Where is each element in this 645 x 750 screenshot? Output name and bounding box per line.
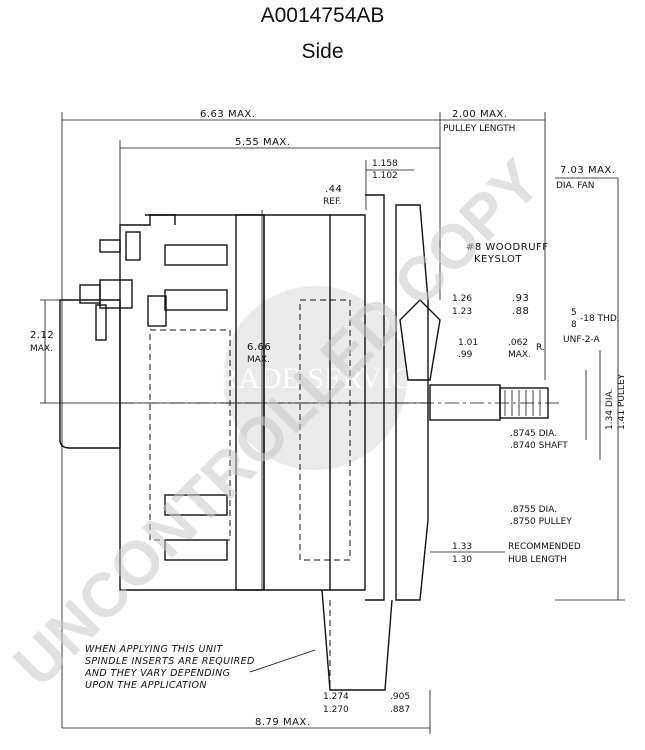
thread-num: 5 — [571, 308, 577, 318]
dim-1102: 1.102 — [372, 171, 398, 181]
dim-126: 1.26 — [452, 294, 472, 304]
uncontrolled-copy-watermark: UNCONTROLLED COPY — [1, 147, 554, 700]
body-max-label: 5.55 MAX. — [235, 137, 290, 148]
pulley-8755: .8755 DIA. — [510, 505, 557, 515]
dim-1158: 1.158 — [372, 159, 398, 169]
stamp-text: TRADE SERVICE — [200, 362, 430, 395]
overall-max-label: 6.63 MAX. — [200, 109, 255, 120]
ref-label: REF. — [323, 197, 342, 207]
dim-101: 1.01 — [458, 338, 478, 348]
mount-212: 2.12 — [30, 330, 54, 341]
total-max-label: 8.79 MAX. — [255, 717, 310, 728]
radius-062: .062 — [508, 338, 528, 348]
dia-141: 1.41 PULLEY — [617, 373, 627, 430]
view-subtitle: Side — [301, 40, 344, 63]
application-note: WHEN APPLYING THIS UNIT SPINDLE INSERTS … — [84, 644, 316, 691]
shaft-8745: .8745 DIA. — [510, 429, 557, 439]
trade-service-stamp: TRADE SERVICE — [200, 286, 430, 470]
dim-1274: 1.274 — [323, 692, 349, 702]
pulley-length-value: 2.00 MAX. — [452, 109, 507, 120]
woodruff-line2: KEYSLOT — [474, 254, 522, 265]
dimension-labels: 6.63 MAX. 2.00 MAX. PULLEY LENGTH 5.55 M… — [30, 109, 627, 728]
hub-length: HUB LENGTH — [508, 555, 567, 565]
mount-max: MAX. — [30, 344, 53, 354]
note-line2: SPINDLE INSERTS ARE REQUIRED — [85, 656, 255, 667]
radius-max: MAX. — [508, 350, 531, 360]
fan-dia-value: 7.03 MAX. — [560, 165, 615, 176]
dia-134: 1.34 DIA. — [605, 389, 615, 430]
height-666: 6.66 — [247, 342, 271, 353]
dim-905: .905 — [390, 692, 410, 702]
height-max: MAX. — [247, 355, 270, 365]
part-number-title: A0014754AB — [260, 4, 385, 27]
dim-93: .93 — [512, 293, 529, 304]
hub-recommended: RECOMMENDED — [508, 542, 581, 552]
dim-123: 1.23 — [452, 307, 472, 317]
dim-1270: 1.270 — [323, 705, 349, 715]
alternator-body — [59, 194, 560, 691]
woodruff-line1: #8 WOODRUFF — [466, 242, 549, 253]
note-line1: WHEN APPLYING THIS UNIT — [85, 644, 224, 655]
thread-den: 8 — [571, 320, 577, 330]
thread-unf: UNF-2-A — [563, 335, 601, 345]
ref-44: .44 — [325, 184, 342, 195]
pulley-8750: .8750 PULLEY — [510, 517, 572, 527]
shaft-8740: .8740 SHAFT — [510, 441, 568, 451]
pulley-length-label: PULLEY LENGTH — [443, 124, 515, 134]
fan-dia-label: DIA. FAN — [556, 181, 595, 191]
dim-88: .88 — [512, 306, 529, 317]
hub-130: 1.30 — [452, 555, 472, 565]
thread-thd: -18 THD. — [580, 314, 620, 324]
dim-887: .887 — [390, 705, 410, 715]
note-line3: AND THEY VARY DEPENDING — [84, 668, 230, 679]
hub-133: 1.33 — [452, 542, 472, 552]
dim-99: .99 — [458, 350, 473, 360]
radius-label: R. — [536, 343, 545, 353]
note-line4: UPON THE APPLICATION — [85, 680, 207, 691]
